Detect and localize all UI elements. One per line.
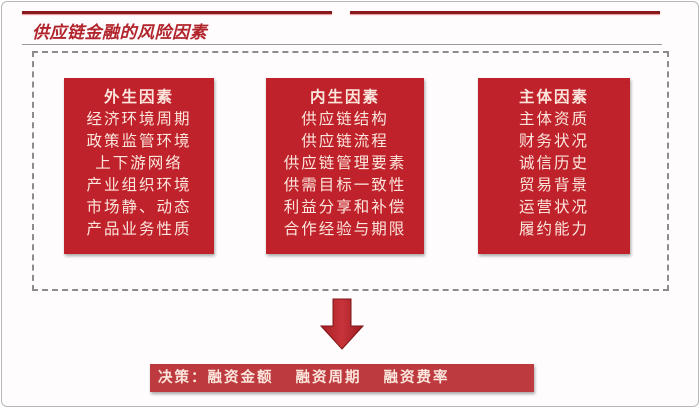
card-item: 合作经验与期限 <box>283 220 407 238</box>
card-item: 政策监管环境 <box>86 132 192 150</box>
card-heading: 外生因素 <box>103 87 174 106</box>
card-item: 贸易背景 <box>518 176 589 194</box>
card-item: 上下游网络 <box>95 154 183 172</box>
card-internal-factors: 内生因素 供应链结构 供应链流程 供应链管理要素 供需目标一致性 利益分享和补偿… <box>266 78 424 254</box>
card-item: 市场静、动态 <box>86 198 192 216</box>
card-item: 履约能力 <box>518 220 589 238</box>
card-item: 主体资质 <box>518 110 589 128</box>
factors-group <box>32 51 669 291</box>
card-heading: 主体因素 <box>518 87 589 106</box>
card-item: 经济环境周期 <box>86 110 192 128</box>
card-subject-factors: 主体因素 主体资质 财务状况 诚信历史 贸易背景 运营状况 履约能力 <box>478 78 630 254</box>
card-item: 供需目标一致性 <box>283 176 407 194</box>
decision-item-period: 融资周期 <box>295 369 362 386</box>
decision-item-rate: 融资费率 <box>383 369 450 386</box>
card-item: 利益分享和补偿 <box>283 198 407 216</box>
card-item: 产品业务性质 <box>86 220 192 238</box>
title-top-rule <box>22 11 332 14</box>
card-item: 供应链管理要素 <box>283 154 407 172</box>
card-item: 运营状况 <box>518 198 589 216</box>
card-item: 供应链流程 <box>301 132 389 150</box>
card-item: 产业组织环境 <box>86 176 192 194</box>
decision-item-amount: 融资金额 <box>207 369 274 386</box>
down-arrow-icon <box>320 298 364 350</box>
title-top-rule-right <box>350 11 660 14</box>
card-external-factors: 外生因素 经济环境周期 政策监管环境 上下游网络 产业组织环境 市场静、动态 产… <box>64 78 214 254</box>
card-item: 供应链结构 <box>301 110 389 128</box>
card-item: 财务状况 <box>518 132 589 150</box>
card-item: 诚信历史 <box>518 154 589 172</box>
page-title: 供应链金融的风险因素 <box>32 23 207 43</box>
decision-label: 决策： <box>158 369 208 386</box>
decision-bar: 决策：融资金额 融资周期 融资费率 <box>150 364 534 392</box>
card-heading: 内生因素 <box>309 87 380 106</box>
title-bottom-rule <box>22 44 662 45</box>
